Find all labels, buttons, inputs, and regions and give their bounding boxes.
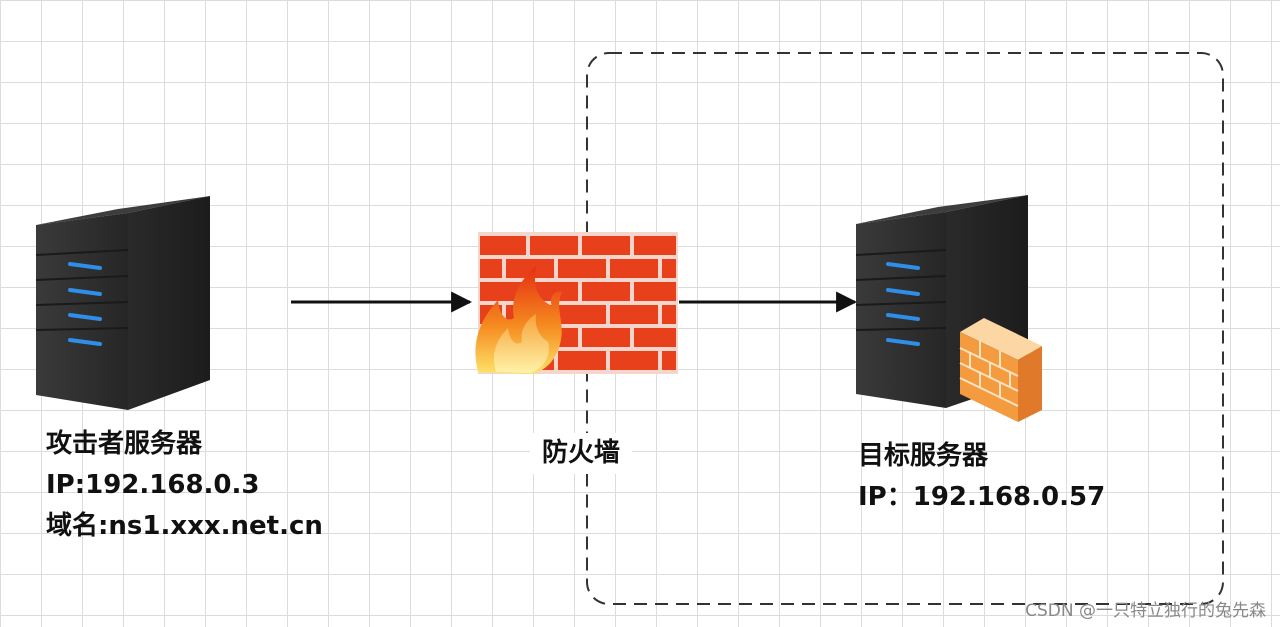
firewall-brick	[634, 282, 676, 301]
firewall-brick	[582, 282, 630, 301]
target-title: 目标服务器	[858, 441, 989, 471]
attacker-server-icon	[35, 196, 210, 410]
host-firewall-icon	[959, 318, 1042, 422]
firewall-brick	[662, 351, 676, 370]
watermark: CSDN @一只特立独行的兔先森	[1025, 601, 1266, 621]
target-ip: IP：192.168.0.57	[858, 482, 1106, 512]
firewall-brick	[530, 236, 578, 255]
firewall-brick	[662, 259, 676, 278]
firewall-brick	[582, 236, 630, 255]
firewall-brick	[634, 236, 676, 255]
firewall-brick	[558, 259, 606, 278]
firewall-brick	[530, 282, 578, 301]
firewall-brick	[610, 351, 658, 370]
firewall-brick	[480, 259, 502, 278]
target-label: 目标服务器 IP：192.168.0.57	[858, 436, 1105, 518]
firewall-brick	[506, 259, 554, 278]
attacker-ip: IP:192.168.0.3	[46, 470, 260, 500]
firewall-icon	[475, 232, 678, 374]
firewall-brick	[610, 259, 658, 278]
firewall-brick	[662, 305, 676, 324]
firewall-brick	[558, 305, 606, 324]
firewall-brick	[480, 236, 526, 255]
firewall-label: 防火墙	[530, 433, 633, 474]
firewall-brick	[480, 282, 526, 301]
attacker-domain: 域名:ns1.xxx.net.cn	[46, 511, 323, 541]
attacker-label: 攻击者服务器 IP:192.168.0.3 域名:ns1.xxx.net.cn	[46, 424, 323, 547]
firewall-brick	[610, 305, 658, 324]
attacker-title: 攻击者服务器	[46, 429, 203, 459]
firewall-brick	[558, 351, 606, 370]
firewall-brick	[582, 328, 630, 347]
firewall-brick	[634, 328, 676, 347]
